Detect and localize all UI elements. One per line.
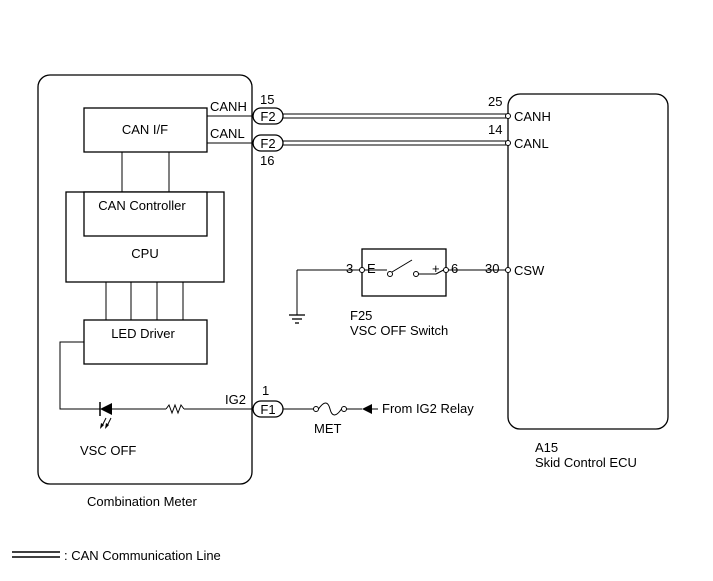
switch-pin-e-label: E [367,261,376,276]
pin-25-label: 25 [488,94,502,109]
cpu-label: CPU [131,246,158,261]
canl-signal-label: CANL [210,126,245,141]
ig2-feed-arrow-icon [362,404,372,414]
switch-connector-label: F25 [350,308,372,323]
can-if-label: CAN I/F [122,122,168,137]
resistor-icon [165,403,185,415]
ground-icon [289,314,305,324]
ecu-canl-terminal [505,140,511,146]
ecu-name-label: Skid Control ECU [535,455,637,470]
pin-30-label: 30 [485,261,499,276]
pin-15-label: 15 [260,92,274,107]
vsc-off-led-icon [99,402,112,429]
switch-pin-6-terminal [443,267,449,273]
f2-upper-connector [252,107,284,125]
skid-control-ecu-box [507,93,669,430]
combination-meter-label: Combination Meter [87,494,197,509]
pin-14-label: 14 [488,122,502,137]
fuse-met-icon [313,402,347,416]
f2-lower-label: F2 [260,136,275,151]
ecu-csw-label: CSW [514,263,545,278]
ig2-signal-label: IG2 [225,392,246,407]
switch-contact-icon [364,259,444,277]
ecu-csw-terminal [505,267,511,273]
switch-pin-3-number: 3 [346,261,353,276]
fuse-label: MET [314,421,342,436]
f2-lower-connector [252,134,284,152]
switch-pin-3-terminal [359,267,365,273]
ecu-canh-label: CANH [514,109,551,124]
can-controller-box [83,191,208,237]
vsc-off-switch-box [361,248,447,297]
led-driver-return-wire [59,341,100,410]
ecu-canl-label: CANL [514,136,549,151]
canh-signal-label: CANH [210,99,247,114]
canh-bus-line [280,113,508,119]
switch-pin-plus-label: + [432,261,440,276]
f1-label: F1 [260,402,275,417]
led-driver-label: LED Driver [111,326,175,341]
pin-16-label: 16 [260,153,274,168]
pin-1-label: 1 [262,383,269,398]
ig2-relay-label: From IG2 Relay [382,401,474,416]
can-line-legend-icon [12,551,60,558]
vsc-off-indicator-label: VSC OFF [80,443,136,458]
switch-pin-6-number: 6 [451,261,458,276]
switch-name-label: VSC OFF Switch [350,323,448,338]
can-controller-label: CAN Controller [98,198,186,213]
ecu-canh-terminal [505,113,511,119]
led-driver-box [83,319,208,365]
canl-bus-line [280,140,508,146]
can-if-box [83,107,208,153]
can-line-legend-label: : CAN Communication Line [64,548,221,563]
ecu-connector-label: A15 [535,440,558,455]
f2-upper-label: F2 [260,109,275,124]
